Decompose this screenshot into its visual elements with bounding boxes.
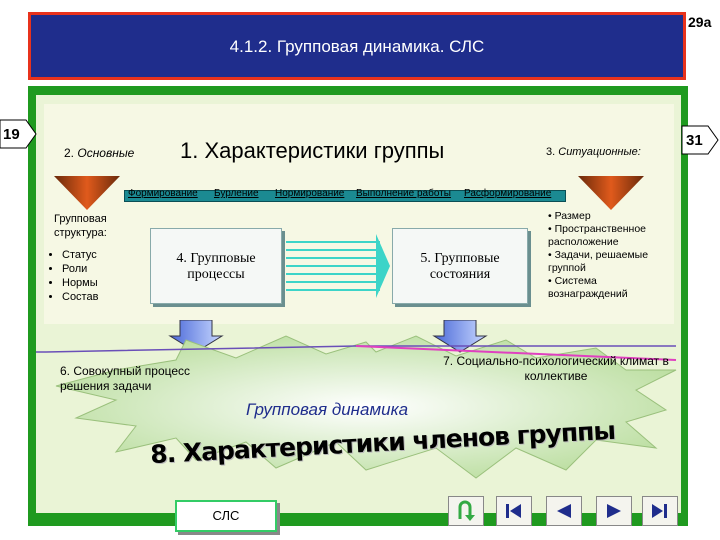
climate-label: 7. Социально-психологический климат в ко…	[443, 354, 669, 383]
list-item: • Задачи, решаемые группой	[548, 249, 649, 274]
upper-panel	[44, 104, 674, 324]
first-icon	[506, 504, 521, 518]
return-icon	[458, 500, 475, 521]
main-title: 1. Характеристики группы	[180, 138, 445, 163]
list-item: Нормы	[62, 276, 98, 290]
step-norming: Нормирование	[275, 188, 345, 199]
first-slide-button[interactable]	[496, 496, 532, 526]
step-forming: Формирование	[128, 188, 198, 199]
group-states-box: 5. Групповые состояния	[392, 228, 528, 304]
left-heading: 2. Основные	[64, 146, 135, 160]
list-item: • Пространственное расположение	[548, 223, 646, 248]
slide-number: 29а	[688, 14, 712, 30]
nav-tab-right-label: 31	[686, 132, 703, 149]
list-item: • Размер	[548, 210, 591, 222]
nav-tab-left-label: 19	[3, 126, 20, 143]
double-arrow-icon	[286, 234, 390, 298]
header-bar: 4.1.2. Групповая динамика. СЛС	[28, 12, 686, 80]
total-process-label: 6. Совокупный процесс решения задачи	[60, 364, 191, 393]
step-adjourning: Расформирование	[464, 188, 552, 199]
page-title: 4.1.2. Групповая динамика. СЛС	[229, 37, 485, 56]
group-dynamics-burst	[55, 335, 677, 479]
next-slide-button[interactable]	[596, 496, 632, 526]
group-dynamics-label: Групповая динамика	[246, 400, 409, 419]
list-item: Роли	[62, 262, 98, 276]
nav-tab-left[interactable]: 19	[0, 118, 38, 150]
list-item: • Система вознаграждений	[548, 275, 628, 300]
down-arrow-left-icon	[168, 320, 224, 353]
last-icon	[652, 504, 667, 518]
list-item: Состав	[62, 290, 98, 304]
next-icon	[607, 504, 621, 518]
process-bar	[124, 190, 566, 202]
step-storming: Бурление	[214, 188, 259, 199]
down-arrow-right-icon	[432, 320, 488, 353]
last-slide-button[interactable]	[642, 496, 678, 526]
right-funnel-icon	[578, 176, 644, 210]
list-item: Статус	[62, 248, 98, 262]
connector-lines	[36, 345, 677, 361]
return-button[interactable]	[448, 496, 484, 526]
nav-tab-right[interactable]: 31	[680, 124, 720, 156]
slc-button[interactable]: СЛС	[175, 500, 277, 532]
group-structure-title: Групповая структура:	[54, 213, 107, 239]
group-processes-box: 4. Групповые процессы	[150, 228, 282, 304]
right-heading: 3. Ситуационные:	[546, 146, 641, 158]
left-funnel-icon	[54, 176, 120, 210]
situational-list: • Размер • Пространственное расположение…	[548, 210, 678, 301]
previous-slide-button[interactable]	[546, 496, 582, 526]
group-structure-list: Статус Роли Нормы Состав	[46, 248, 98, 304]
previous-icon	[557, 504, 571, 518]
step-performing: Выполнение работы	[356, 188, 451, 199]
